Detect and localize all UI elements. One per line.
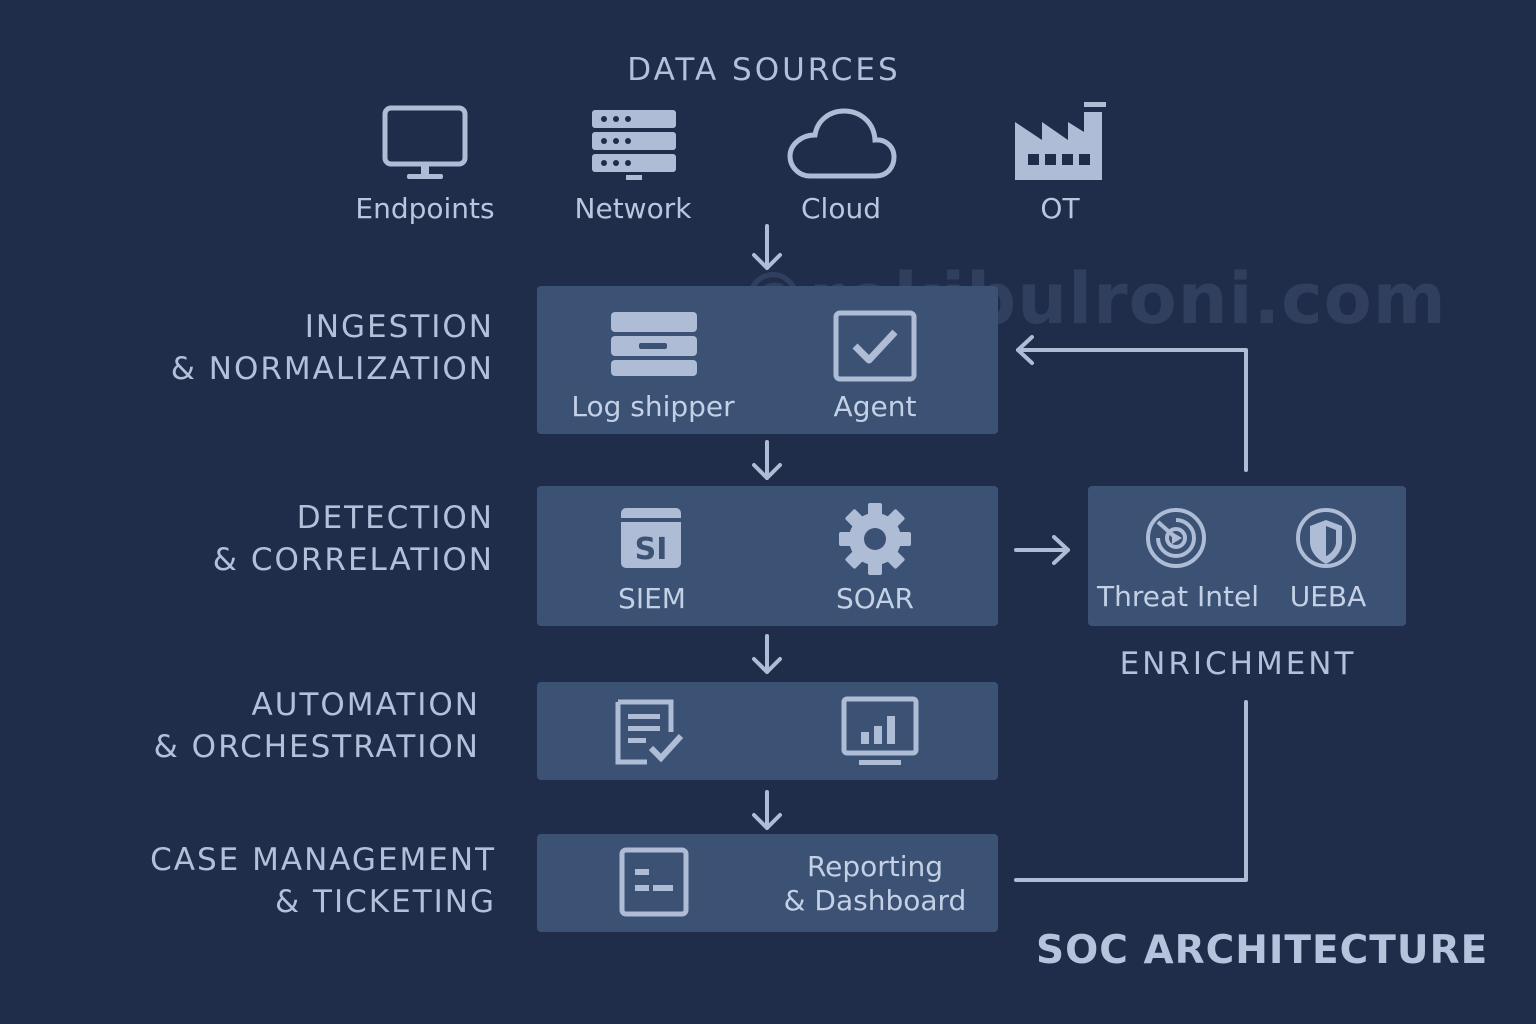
log-shipper-icon [611,312,697,376]
stage-label-line: & CORRELATION [212,542,494,578]
stage-label-line: INGESTION [304,309,494,345]
detection-box: SI SIEM SOAR [537,486,998,626]
checklist-icon [615,699,684,765]
ticket-icon [619,847,689,917]
siem-icon: SI [621,508,681,568]
siem-label: SIEM [618,582,686,615]
monitor-icon [382,105,468,179]
enrichment-title: ENRICHMENT [1119,646,1357,682]
data-sources-title: DATA SOURCES [627,52,901,88]
log-shipper-label: Log shipper [571,390,735,423]
stage-label-automation: AUTOMATION & ORCHESTRATION [154,684,480,768]
stage-label-detection: DETECTION & CORRELATION [213,497,494,581]
stage-label-line: & NORMALIZATION [170,351,494,387]
stage-label-line: & ORCHESTRATION [153,729,480,765]
shield-icon [1296,508,1356,568]
source-label-endpoints: Endpoints [355,192,495,225]
threat-intel-label: Threat Intel [1097,580,1259,613]
enrichment-box: Threat Intel UEBA [1088,486,1406,626]
stage-label-ingestion: INGESTION & NORMALIZATION [171,306,494,390]
ingestion-box: Log shipper Agent [537,286,998,434]
source-label-cloud: Cloud [801,192,881,225]
reporting-label-line2: & Dashboard [783,884,967,917]
diagram-title: SOC ARCHITECTURE [1036,928,1489,973]
stage-label-line: & TICKETING [275,884,496,920]
stage-label-line: DETECTION [296,500,494,536]
case-box: Reporting & Dashboard [537,834,998,932]
reporting-label-line1: Reporting [806,850,944,883]
server-rack-icon [592,110,676,180]
source-label-ot: OT [1040,192,1080,225]
source-label-network: Network [574,192,692,225]
agent-label: Agent [833,390,917,423]
dashboard-monitor-icon [841,696,919,765]
automation-box [537,682,998,780]
agent-check-icon [833,310,917,382]
stage-label-line: CASE MANAGEMENT [150,842,496,878]
cloud-icon [787,108,897,179]
radar-icon [1146,508,1206,568]
soar-label: SOAR [836,582,914,615]
reporting-label: Reporting & Dashboard [775,850,975,918]
ueba-label: UEBA [1289,580,1367,613]
factory-icon [1015,102,1106,180]
siem-icon-text: SI [635,532,668,567]
gear-icon [839,503,911,575]
stage-label-case: CASE MANAGEMENT & TICKETING [150,839,496,923]
stage-label-line: AUTOMATION [251,687,480,723]
